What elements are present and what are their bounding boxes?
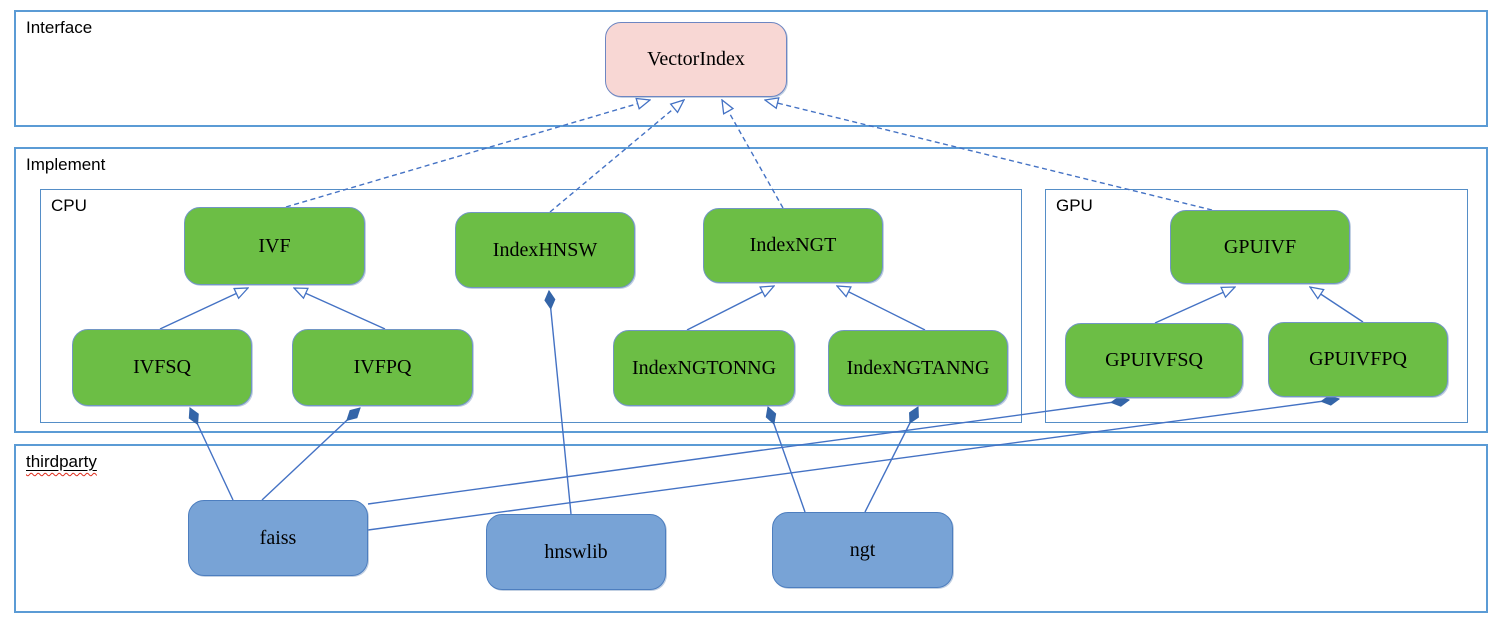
group-gpu: GPU xyxy=(1045,189,1468,423)
node-vectorindex-label: VectorIndex xyxy=(647,48,745,70)
group-cpu-label: CPU xyxy=(51,196,87,215)
edge-indexngtonng-indexngt xyxy=(686,286,774,331)
node-indexhnsw[interactable]: IndexHNSW xyxy=(455,212,635,288)
edge-indexngt-vectorindex xyxy=(722,100,784,209)
group-cpu: CPU xyxy=(40,189,1022,423)
node-hnswlib[interactable]: hnswlib xyxy=(486,514,666,590)
node-gpuivfpq-label: GPUIVFPQ xyxy=(1309,348,1407,370)
edge-hnswlib-indexhnsw xyxy=(544,289,572,515)
node-indexngtonng[interactable]: IndexNGTONNG xyxy=(613,330,795,406)
node-indexhnsw-label: IndexHNSW xyxy=(492,238,598,261)
node-hnswlib-label: hnswlib xyxy=(544,540,608,563)
node-indexngt-label: IndexNGT xyxy=(749,234,837,256)
node-ngt[interactable]: ngt xyxy=(772,512,953,588)
edge-indexngtanng-indexngt xyxy=(837,286,926,331)
node-ivfsq[interactable]: IVFSQ xyxy=(72,329,252,406)
edge-ivfsq-ivf xyxy=(159,288,248,330)
node-ivf[interactable]: IVF xyxy=(184,207,365,285)
edge-faiss-ivfpq xyxy=(261,407,361,501)
node-ivfpq[interactable]: IVFPQ xyxy=(292,329,473,406)
node-ivfsq-label: IVFSQ xyxy=(133,356,191,378)
edge-gpuivfsq-gpuivf xyxy=(1154,287,1235,324)
group-gpu-label: GPU xyxy=(1056,196,1093,215)
group-interface-label: Interface xyxy=(26,18,93,37)
group-interface: Interface xyxy=(14,10,1488,127)
edge-faiss-gpuivfsq xyxy=(367,395,1131,505)
node-gpuivf[interactable]: GPUIVF xyxy=(1170,210,1350,284)
node-ngt-label: ngt xyxy=(849,538,876,561)
node-ivf-label: IVF xyxy=(258,234,291,257)
node-gpuivfpq[interactable]: GPUIVFPQ xyxy=(1268,322,1448,397)
edge-ngt-indexngtonng xyxy=(765,405,806,513)
node-indexngt[interactable]: IndexNGT xyxy=(703,208,883,283)
node-faiss[interactable]: faiss xyxy=(188,500,368,576)
group-thirdparty: thirdparty xyxy=(14,444,1488,613)
group-thirdparty-label: thirdparty xyxy=(26,452,97,472)
edge-gpuivf-vectorindex xyxy=(765,100,1213,211)
node-indexngtonng-label: IndexNGTONNG xyxy=(631,356,777,379)
group-implement: Implement xyxy=(14,147,1488,433)
edge-indexhnsw-vectorindex xyxy=(549,100,684,213)
node-faiss-label: faiss xyxy=(259,526,297,549)
node-gpuivf-label: GPUIVF xyxy=(1223,235,1297,258)
group-implement-label: Implement xyxy=(26,155,106,174)
edge-gpuivfpq-gpuivf xyxy=(1310,287,1364,323)
node-gpuivfsq-label: GPUIVFSQ xyxy=(1105,349,1203,371)
group-thirdparty-label-text: thirdparty xyxy=(26,452,97,471)
edge-faiss-gpuivfpq xyxy=(367,394,1341,531)
edge-ivf-vectorindex xyxy=(285,100,650,208)
edge-ivfpq-ivf xyxy=(294,288,386,330)
edge-faiss-ivfsq xyxy=(188,407,234,501)
node-gpuivfsq[interactable]: GPUIVFSQ xyxy=(1065,323,1243,398)
node-indexngtanng-label: IndexNGTANNG xyxy=(846,356,990,379)
node-vectorindex[interactable]: VectorIndex xyxy=(605,22,787,97)
node-indexngtanng[interactable]: IndexNGTANNG xyxy=(828,330,1008,406)
node-ivfpq-label: IVFPQ xyxy=(353,356,412,378)
